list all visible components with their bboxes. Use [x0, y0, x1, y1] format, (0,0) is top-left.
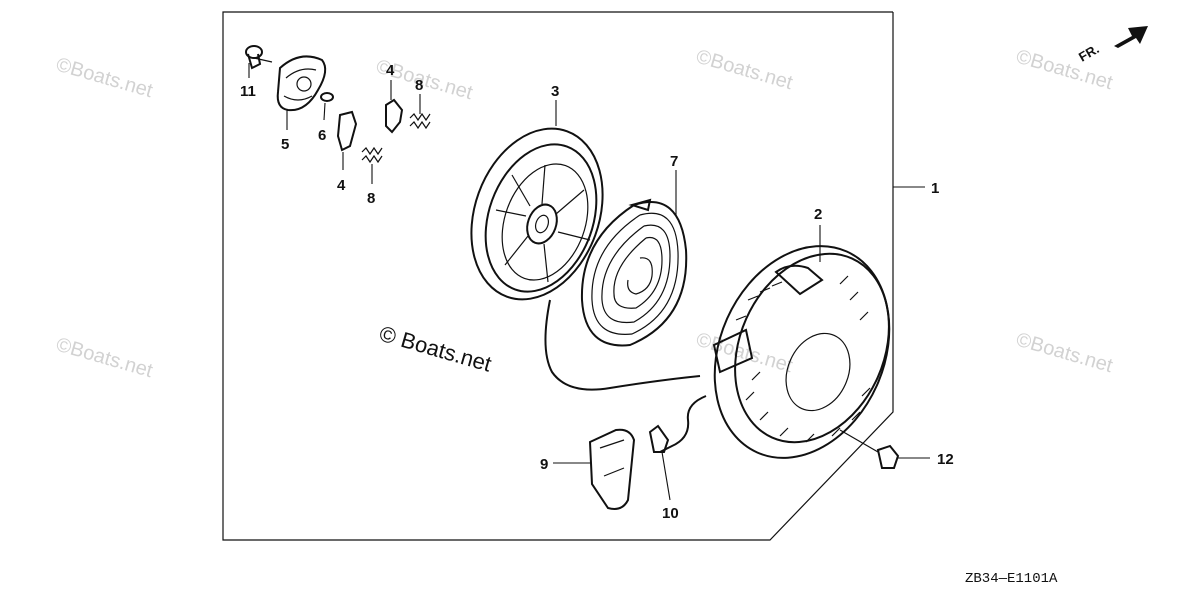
callout-10: 10	[662, 505, 679, 522]
recoil-spring	[580, 170, 688, 347]
callout-9: 9	[540, 456, 548, 473]
assembly-frame	[222, 11, 894, 541]
watermark: ©Boats.net	[54, 334, 156, 383]
watermark: ©Boats.net	[1014, 329, 1116, 378]
watermarks: ©Boats.net ©Boats.net ©Boats.net ©Boats.…	[54, 46, 1116, 383]
front-arrow-icon	[1114, 26, 1148, 48]
callout-8-lower: 8	[367, 190, 375, 207]
ratchet	[336, 110, 358, 170]
ratchet-spring	[409, 94, 431, 130]
watermark: ©Boats.net	[694, 46, 796, 95]
starter-reel	[470, 100, 604, 301]
callout-5: 5	[281, 136, 289, 153]
flange-bolt	[839, 429, 930, 469]
callout-7: 7	[670, 153, 678, 170]
setting-screw	[245, 45, 273, 78]
drawing-code: ZB34—E1101A	[965, 571, 1058, 587]
starter-grip	[553, 428, 636, 510]
front-direction-indicator: FR.	[1076, 26, 1148, 65]
callout-12: 12	[937, 451, 954, 468]
callout-4-upper: 4	[386, 62, 395, 79]
center-watermark: © Boats.net	[377, 321, 495, 377]
friction-plate	[276, 55, 327, 130]
callout-6: 6	[318, 127, 326, 144]
callout-11: 11	[240, 83, 256, 100]
starter-rope-line	[544, 299, 707, 453]
front-label: FR.	[1076, 41, 1102, 64]
callout-3: 3	[551, 83, 559, 100]
starter-rope	[648, 424, 671, 501]
callouts: 1 2 3 4 4 5 6 7 8 8 9 10 11 12	[240, 62, 954, 522]
callout-2: 2	[814, 206, 822, 223]
watermark: ©Boats.net	[694, 329, 796, 378]
ratchet	[385, 80, 404, 134]
callout-8-upper: 8	[415, 77, 423, 94]
watermark: ©Boats.net	[54, 54, 156, 103]
starter-case	[712, 225, 891, 459]
setting-ring	[320, 92, 334, 121]
ratchet-spring	[361, 146, 383, 184]
callout-1: 1	[931, 180, 939, 197]
callout-4-lower: 4	[337, 177, 346, 194]
